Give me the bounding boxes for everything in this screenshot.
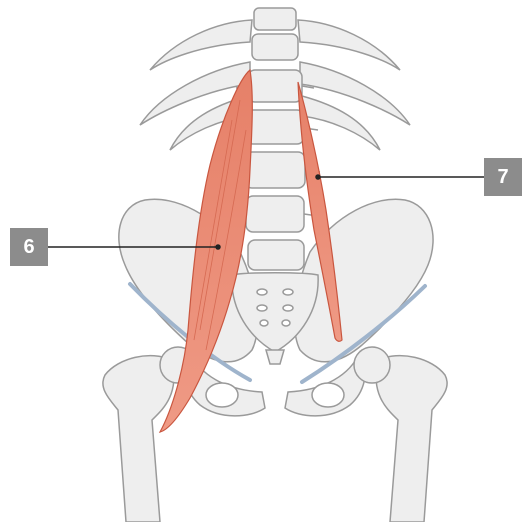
leader-dot-7 [316,175,320,179]
vertebra-t12 [252,34,298,60]
vertebra-l4 [246,196,304,232]
femur-left [103,356,174,522]
leader-dot-6 [216,245,220,249]
coccyx [266,350,284,364]
vertebra-l3 [245,152,305,188]
vertebra-t11 [254,8,296,30]
femoral-head-right [354,347,390,383]
vertebra-l5 [248,240,304,270]
obturator-foramen-right [312,383,344,407]
rib-left-upper [150,20,252,70]
femur-right [376,356,447,522]
vertebra-l1 [248,70,302,102]
label-6: 6 [10,228,48,266]
label-7: 7 [484,158,522,196]
obturator-foramen-left [206,383,238,407]
femurs [103,347,447,522]
rib-right-upper [298,20,400,70]
vertebra-l2 [246,110,304,144]
